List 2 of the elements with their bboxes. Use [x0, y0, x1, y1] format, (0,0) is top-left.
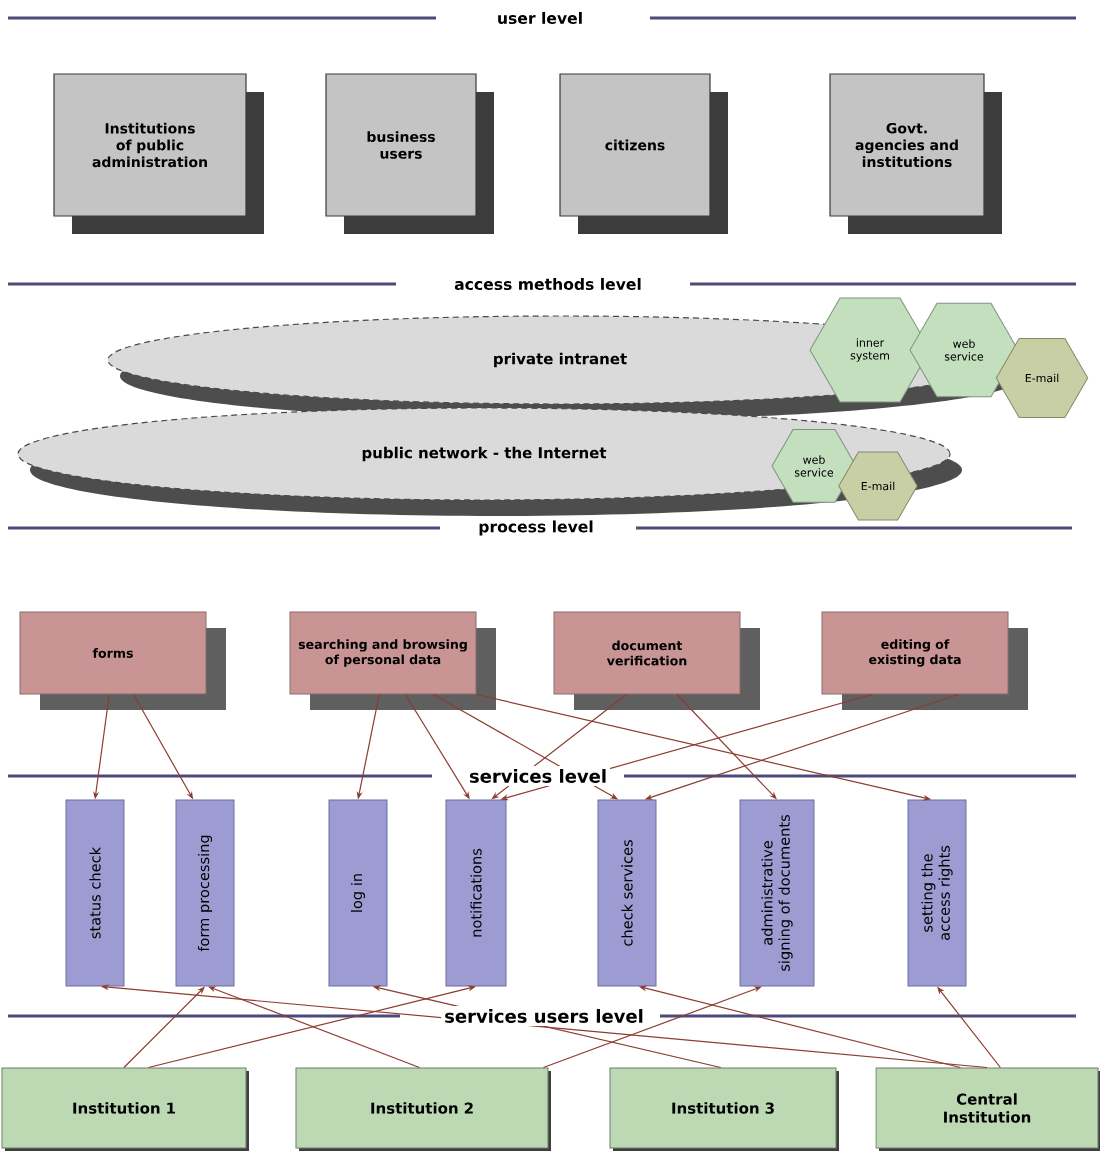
- level-label: services users level: [441, 1006, 647, 1026]
- level-label: services level: [466, 766, 610, 786]
